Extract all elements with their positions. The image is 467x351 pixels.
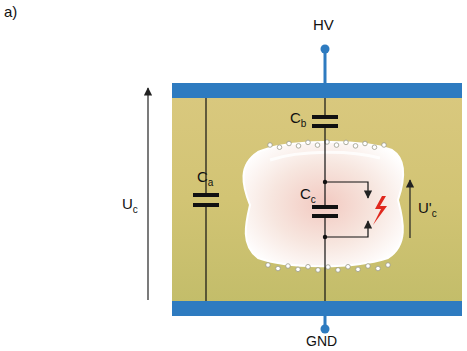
surface-charges (266, 140, 391, 273)
ground-electrode (172, 301, 462, 316)
charge-dot (336, 268, 341, 273)
charge-dot (382, 143, 387, 148)
charge-dot (366, 264, 371, 269)
charge-dot (376, 266, 381, 271)
charge-dot (296, 144, 301, 149)
voltage-label: U'c (418, 200, 437, 218)
charge-dot (287, 141, 292, 146)
dielectric (172, 97, 462, 302)
capacitor-label: Cb (290, 110, 306, 128)
charge-dot (363, 141, 368, 146)
charge-dot (344, 140, 349, 145)
charge-dot (315, 143, 320, 148)
charge-dot (372, 145, 377, 150)
capacitor-label: Cc (300, 186, 316, 204)
capacitor-symbol (193, 98, 219, 301)
charge-dot (316, 268, 321, 273)
hv-lead (324, 52, 327, 83)
terminal-label: HV (313, 17, 334, 33)
voltage-arrow (147, 88, 148, 300)
charge-dot (353, 144, 358, 149)
charge-dot (266, 263, 271, 268)
charge-dot (268, 143, 273, 148)
gnd-terminal (321, 325, 330, 334)
charge-dot (386, 263, 391, 268)
charge-dot (346, 264, 351, 269)
charge-dot (326, 265, 331, 270)
hv-electrode (172, 83, 462, 98)
charge-dot (306, 140, 311, 145)
capacitor-label: Ca (197, 169, 213, 187)
charge-dot (277, 145, 282, 150)
charge-dot (356, 267, 361, 272)
panel-label: a) (4, 4, 17, 20)
charge-dot (286, 264, 291, 269)
terminal-label: GND (306, 333, 337, 349)
charge-dot (334, 143, 339, 148)
voltage-label: Uc (122, 196, 138, 214)
spark (373, 196, 387, 225)
capacitor-chain (312, 98, 338, 301)
hv-terminal (321, 45, 330, 54)
charge-dot (296, 267, 301, 272)
charge-dot (306, 264, 311, 269)
void-cavity (243, 142, 403, 266)
voltage-arrow (409, 180, 410, 238)
charge-dot (276, 266, 281, 271)
spark-gap (323, 180, 387, 239)
